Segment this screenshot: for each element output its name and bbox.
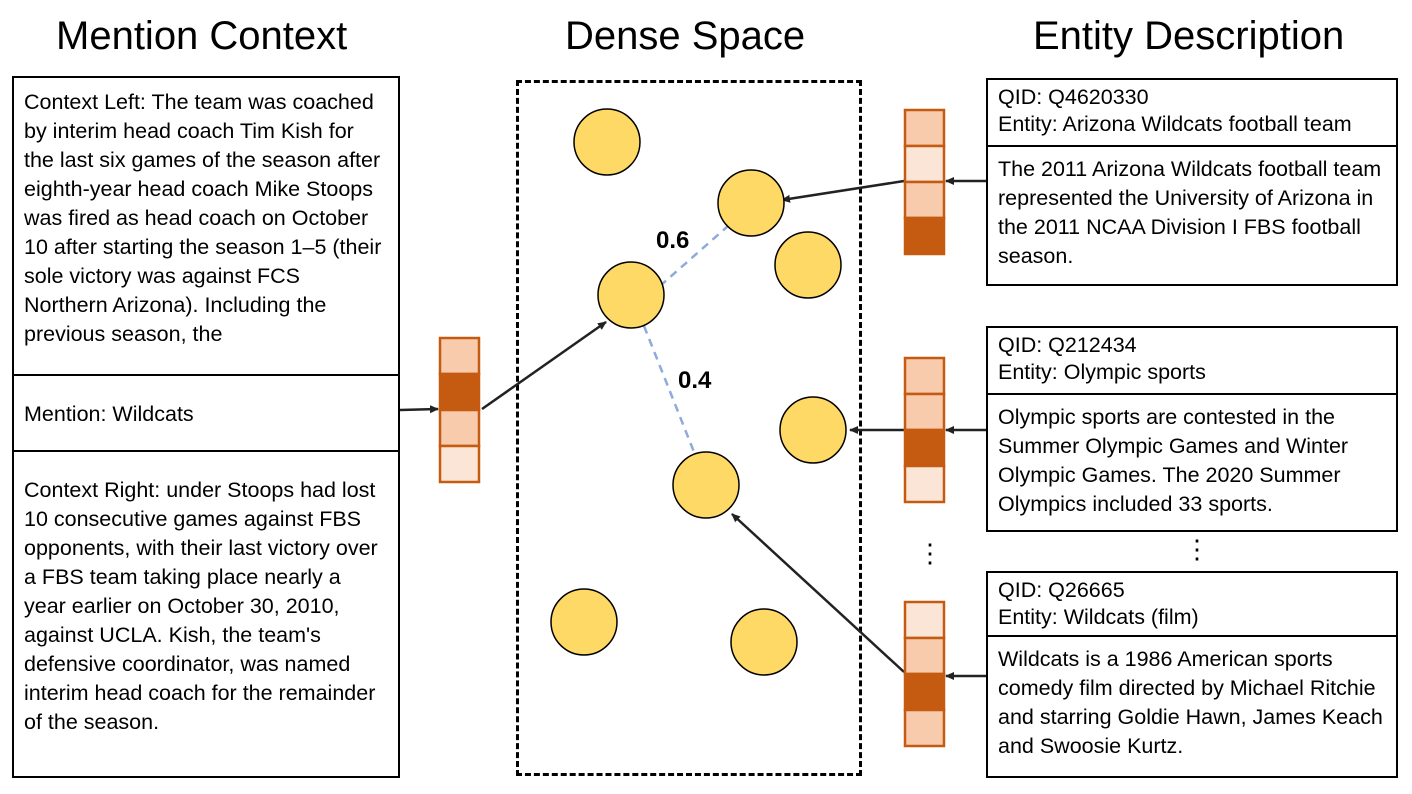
entity-box-2: QID: Q212434 Entity: Olympic sports Olym… (986, 326, 1398, 532)
embedding-node (730, 608, 798, 676)
embedding-node (573, 108, 641, 176)
embedding-node (774, 231, 842, 299)
mention-vector-cell (438, 444, 481, 484)
mention-vector-cell (438, 372, 481, 412)
arrow-vector1-to-node (781, 179, 905, 203)
entity-vector-cell (903, 108, 946, 148)
entity-vector-cell (903, 600, 946, 640)
ellipsis-between-entities: ⋮ (1184, 534, 1210, 564)
context-right-text: Context Right: under Stoops had lost 10 … (14, 450, 398, 776)
entity-2-header: QID: Q212434 Entity: Olympic sports (988, 328, 1396, 393)
entity-1-name: Entity: Arizona Wildcats football team (998, 112, 1352, 136)
entity-2-description: Olympic sports are contested in the Summ… (988, 393, 1396, 530)
entity-3-qid: QID: Q26665 (998, 578, 1125, 602)
mention-vector-cell (438, 336, 481, 376)
embedding-node-entity-2 (779, 396, 847, 464)
entity-vector-3 (903, 600, 946, 748)
entity-box-1: QID: Q4620330 Entity: Arizona Wildcats f… (986, 78, 1398, 286)
arrow-mention-to-vector (399, 405, 439, 414)
entity-vector-cell (903, 216, 946, 256)
entity-vector-cell (903, 672, 946, 712)
mention-context-box: Context Left: The team was coached by in… (12, 76, 400, 778)
context-left-text: Context Left: The team was coached by in… (24, 90, 382, 346)
entity-vector-cell (903, 464, 946, 504)
mention-context-heading: Mention Context (56, 14, 348, 58)
entity-vector-cell (903, 356, 946, 396)
score-label-bottom: 0.4 (678, 367, 712, 394)
embedding-node-entity-1 (717, 169, 785, 237)
entity-3-name: Entity: Wildcats (film) (998, 605, 1199, 629)
score-label-top: 0.6 (656, 227, 689, 254)
entity-2-name: Entity: Olympic sports (998, 360, 1206, 384)
similarity-line-bottom (642, 325, 696, 453)
entity-vector-cell (903, 180, 946, 220)
embedding-node (550, 588, 618, 656)
entity-vector-cell (903, 708, 946, 748)
ellipsis-between-vectors: ⋮ (917, 538, 943, 568)
entity-vector-cell (903, 144, 946, 184)
embedding-nodes (550, 108, 847, 676)
entity-3-header: QID: Q26665 Entity: Wildcats (film) (988, 573, 1396, 635)
dense-space-heading: Dense Space (565, 14, 806, 58)
entity-vector-2 (903, 356, 946, 504)
dense-space-box (516, 80, 862, 776)
entity-1-description: The 2011 Arizona Wildcats football team … (988, 145, 1396, 284)
entity-vector-cell (903, 392, 946, 432)
mention-vector-cell (438, 408, 481, 448)
entity-vector-cell (903, 428, 946, 468)
entity-2-qid: QID: Q212434 (998, 333, 1137, 357)
entity-3-description: Wildcats is a 1986 American sports comed… (988, 635, 1396, 776)
entity-box-3: QID: Q26665 Entity: Wildcats (film) Wild… (986, 571, 1398, 778)
embedding-node-mention (597, 261, 665, 329)
entity-vector-1 (903, 108, 946, 256)
arrow-vector-to-mention-node (481, 320, 607, 411)
similarity-line-top (659, 225, 729, 287)
entity-1-qid: QID: Q4620330 (998, 85, 1149, 109)
entity-1-header: QID: Q4620330 Entity: Arizona Wildcats f… (988, 80, 1396, 145)
mention-text: Mention: Wildcats (14, 374, 398, 450)
entity-vector-cell (903, 636, 946, 676)
arrow-vector3-to-node (731, 513, 905, 673)
embedding-node-entity-3 (672, 451, 740, 519)
entity-description-heading: Entity Description (1033, 14, 1345, 58)
mention-vector (438, 336, 481, 484)
